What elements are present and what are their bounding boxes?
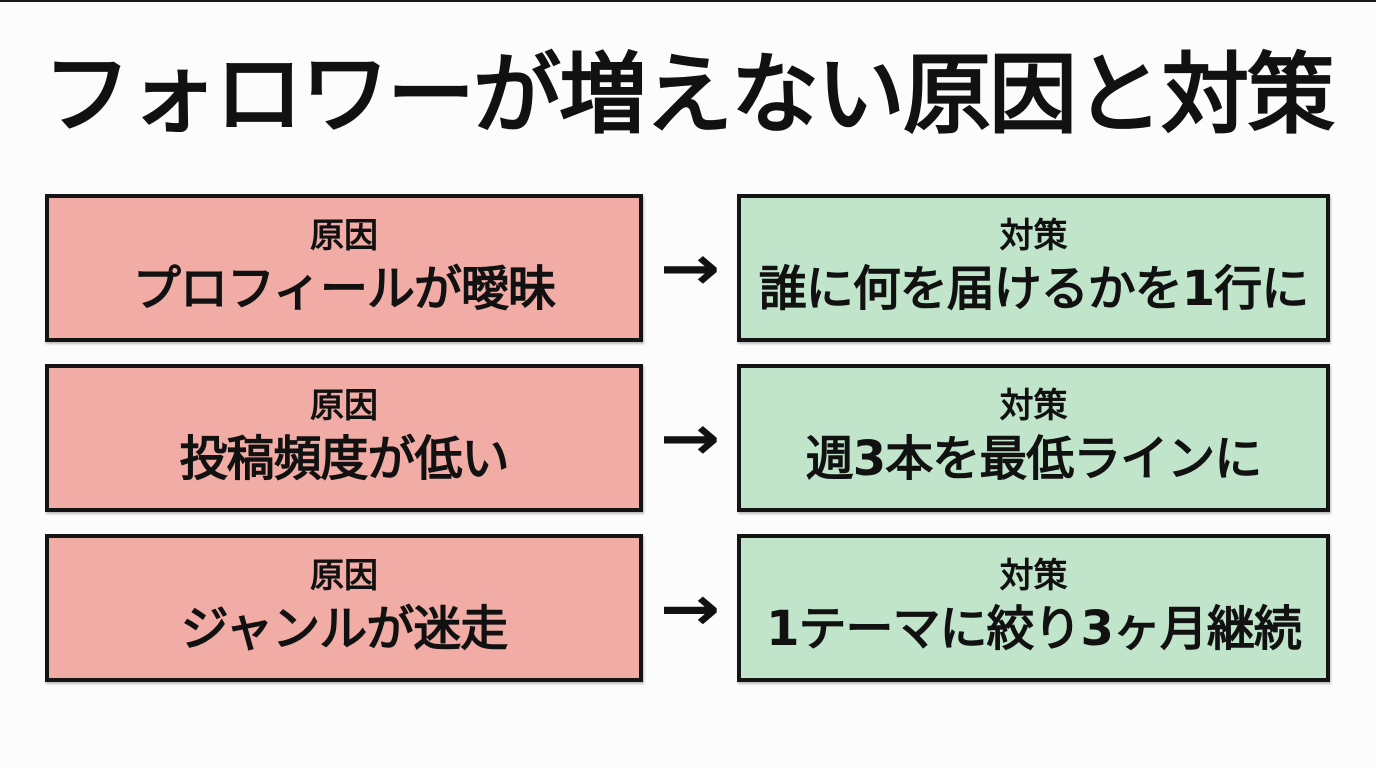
measure-label: 対策: [999, 556, 1068, 597]
cause-box-2: 原因 投稿頻度が低い: [45, 363, 643, 512]
measure-label: 対策: [999, 386, 1068, 427]
measure-text: 誰に何を届けるかを1行に: [758, 260, 1309, 317]
arrow-cell: →: [643, 534, 737, 682]
measure-box-3: 対策 1テーマに絞り3ヶ月継続: [737, 533, 1330, 682]
measure-box-1: 対策 誰に何を届けるかを1行に: [737, 193, 1330, 342]
cause-measure-row: 原因 投稿頻度が低い → 対策 週3本を最低ラインに: [45, 363, 1330, 512]
cause-box-1: 原因 プロフィールが曖昧: [45, 193, 643, 342]
right-arrow-icon: →: [659, 401, 721, 474]
measure-box-2: 対策 週3本を最低ラインに: [737, 363, 1330, 512]
arrow-cell: →: [643, 364, 737, 512]
measure-label: 対策: [999, 216, 1068, 257]
page-title: フォロワーが増えない原因と対策: [42, 43, 1335, 146]
cause-label: 原因: [310, 556, 378, 597]
cause-measure-row: 原因 プロフィールが曖昧 → 対策 誰に何を届けるかを1行に: [45, 193, 1330, 342]
cause-box-3: 原因 ジャンルが迷走: [45, 533, 643, 682]
cause-text: プロフィールが曖昧: [132, 260, 556, 317]
cause-text: 投稿頻度が低い: [179, 430, 509, 487]
right-arrow-icon: →: [659, 231, 721, 304]
measure-text: 1テーマに絞り3ヶ月継続: [766, 600, 1302, 657]
cause-label: 原因: [310, 386, 378, 427]
cause-measure-row: 原因 ジャンルが迷走 → 対策 1テーマに絞り3ヶ月継続: [45, 533, 1330, 682]
cause-text: ジャンルが迷走: [180, 600, 509, 657]
arrow-cell: →: [643, 194, 737, 342]
measure-text: 週3本を最低ラインに: [805, 430, 1262, 487]
infographic-slide: フォロワーが増えない原因と対策 原因 プロフィールが曖昧 → 対策 誰に何を届け…: [0, 42, 1376, 768]
rows-container: 原因 プロフィールが曖昧 → 対策 誰に何を届けるかを1行に 原因 投稿頻度が低…: [0, 193, 1376, 682]
right-arrow-icon: →: [659, 571, 721, 644]
cause-label: 原因: [310, 216, 378, 257]
